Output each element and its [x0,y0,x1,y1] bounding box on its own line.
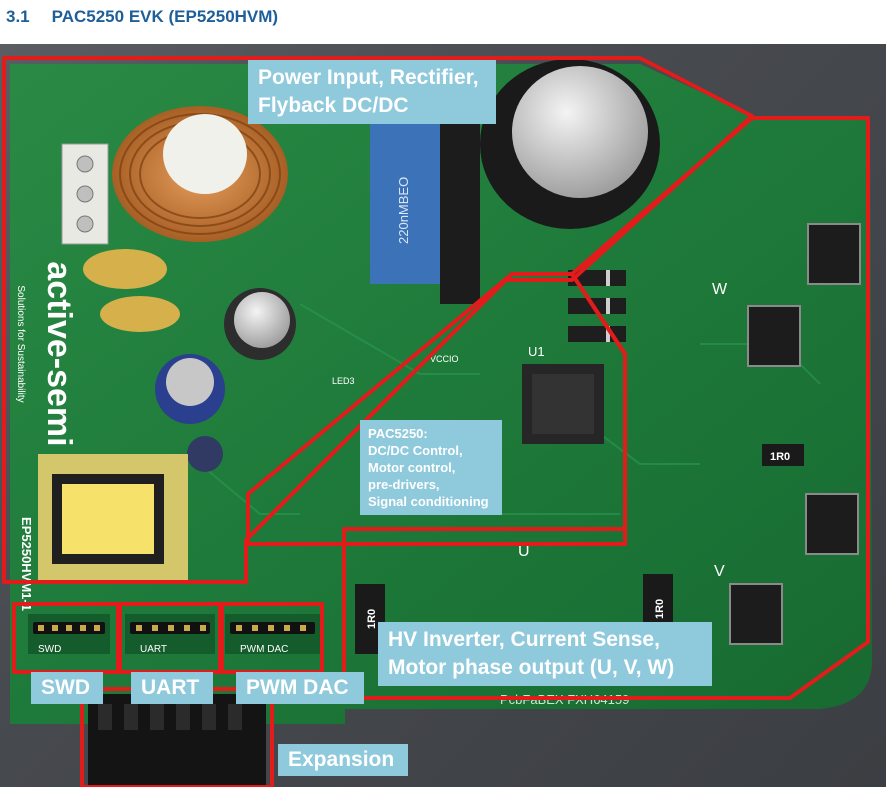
label-power-input: Power Input, Rectifier, Flyback DC/DC [248,60,496,124]
label-uart: UART [131,672,213,704]
label-power-line2: Flyback DC/DC [258,94,409,117]
cap-small [187,436,223,472]
vccio-label: VCCIO [430,354,459,364]
label-swd: SWD [31,672,103,704]
outline-inverter-region [342,116,870,700]
section-title: PAC5250 EVK (EP5250HVM) [51,7,279,26]
shunt-r3-text: 1R0 [770,451,790,463]
y-capacitor-2 [100,296,180,332]
shunt-r1-text: 1R0 [366,609,378,629]
label-pac5250: PAC5250: DC/DC Control, Motor control, p… [360,420,502,515]
diode-d5 [568,298,626,314]
hdr-uart-silk: UART [140,644,167,655]
hdr-pwm-silk: PWM DAC [240,644,288,655]
phase-u-label: U [518,543,530,560]
diode-d6 [568,326,626,342]
label-inverter-line2: Motor phase output (U, V, W) [388,656,675,679]
label-uart-text: UART [141,676,200,699]
label-inverter: HV Inverter, Current Sense, Motor phase … [378,622,712,686]
x-capacitor [370,104,440,284]
hdr-swd-silk: SWD [38,644,61,655]
label-expansion: Expansion [278,744,408,776]
led3-label: LED3 [332,376,355,386]
label-pac-line5: Signal conditioning [368,494,489,509]
diode-d4 [568,270,626,286]
label-power-line1: Power Input, Rectifier, [258,66,479,89]
board-illustration: 220nMBEO active-semi Solutions for Susta… [2,56,872,787]
label-pwm-text: PWM DAC [246,676,349,699]
mosfet-q5 [729,583,783,645]
label-pac-line1: PAC5250: [368,426,428,441]
label-pac-line3: Motor control, [368,460,456,475]
section-number: 3.1 [6,7,30,26]
label-expansion-text: Expansion [288,748,395,771]
label-swd-text: SWD [41,676,90,699]
phase-v-label: V [714,563,725,580]
shunt-r2-text: 1R0 [654,599,666,619]
bridge-rectifier [440,104,480,304]
mosfet-q7 [747,305,801,367]
label-inverter-line1: HV Inverter, Current Sense, [388,628,660,651]
shunt-r3 [762,444,804,466]
section-heading: 3.1 PAC5250 EVK (EP5250HVM) [6,4,278,30]
label-pwm-dac: PWM DAC [236,672,364,704]
label-pac-line4: pre-drivers, [368,477,440,492]
mosfet-q6 [807,223,861,285]
tagline-text: Solutions for Sustainability [15,285,26,402]
phase-w-label: W [712,281,728,298]
model-text: EP5250HVM1-1 [19,517,34,611]
brand-text: active-semi [40,261,78,446]
y-capacitor-1 [83,249,167,289]
label-pac-line2: DC/DC Control, [368,443,463,458]
chip-ref: U1 [528,344,545,359]
cap-marking-text: 220nMBEO [396,177,411,244]
mosfet-q4 [805,493,859,555]
board-photo: 220nMBEO active-semi Solutions for Susta… [0,44,886,787]
